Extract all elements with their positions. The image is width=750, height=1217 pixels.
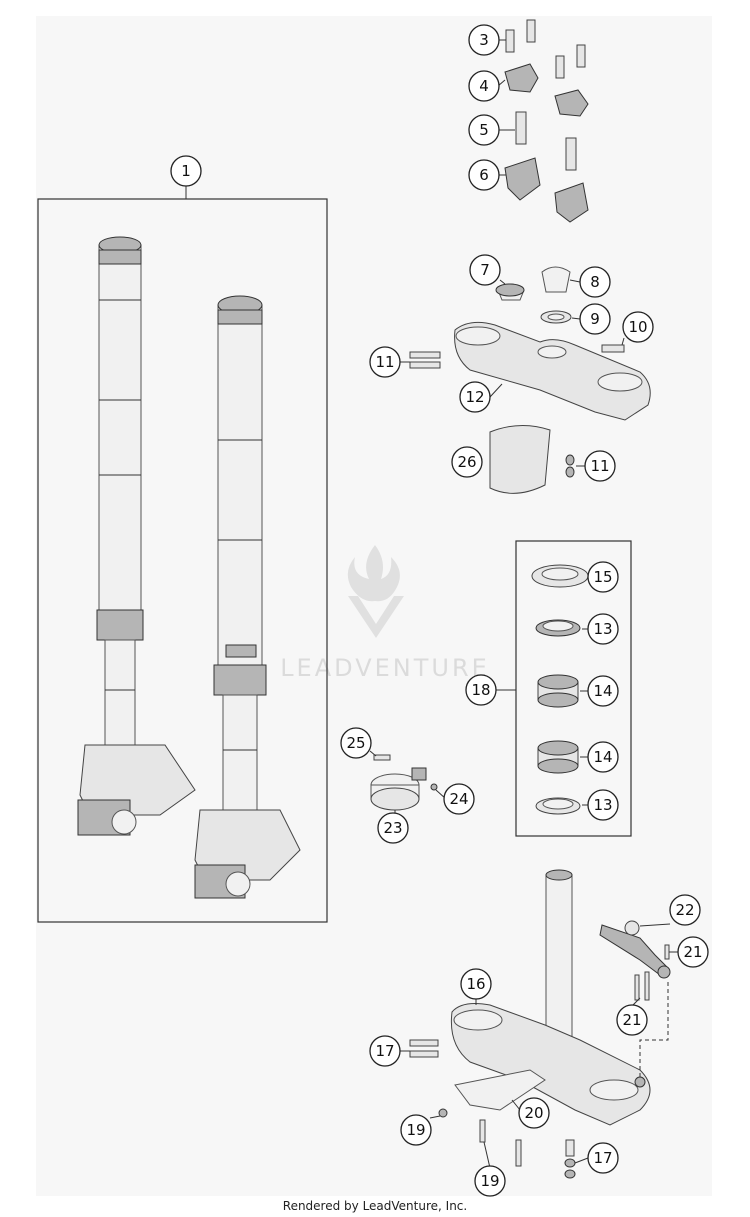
svg-text:13: 13 [593,620,612,638]
callout-13a: 13 [587,613,619,645]
fork-leg-left [77,236,196,836]
callout-19a: 19 [400,1114,432,1146]
diagram-background [36,16,712,1196]
callout-13b: 13 [587,789,619,821]
svg-text:19: 19 [406,1121,425,1139]
callout-23: 23 [377,812,409,844]
svg-text:25: 25 [346,734,365,752]
svg-text:22: 22 [675,901,694,919]
svg-text:11: 11 [590,457,609,475]
svg-text:24: 24 [449,790,468,808]
callout-10: 10 [622,311,654,343]
callout-labels: 1 3 4 5 6 7 8 9 10 11 12 26 11 15 13 18 … [170,24,709,1197]
callout-8: 8 [579,266,611,298]
callout-20: 20 [518,1097,550,1129]
upper-triple-clamp [409,266,651,421]
svg-text:19: 19 [480,1172,499,1190]
svg-text:8: 8 [590,273,600,291]
bearing-set-box [515,540,632,837]
callout-9: 9 [579,303,611,335]
watermark-text: LEADVENTURE [280,654,490,682]
svg-text:10: 10 [628,318,647,336]
callout-17a: 17 [369,1035,401,1067]
callout-15: 15 [587,561,619,593]
svg-text:4: 4 [479,77,489,95]
callout-24: 24 [443,783,475,815]
svg-text:5: 5 [479,121,489,139]
svg-text:3: 3 [479,31,489,49]
clamp-parts-group [504,19,589,223]
svg-text:18: 18 [471,681,490,699]
callout-11a: 11 [369,346,401,378]
callout-25: 25 [340,727,372,759]
rendered-by-footer: Rendered by LeadVenture, Inc. [282,1199,468,1213]
svg-text:17: 17 [375,1042,394,1060]
svg-text:13: 13 [593,796,612,814]
callout-18: 18 [465,674,497,706]
svg-text:21: 21 [683,943,702,961]
svg-text:6: 6 [479,166,489,184]
svg-text:7: 7 [480,261,490,279]
svg-text:1: 1 [181,162,191,180]
svg-text:17: 17 [593,1149,612,1167]
fork-assembly-box [37,198,328,923]
callout-11b: 11 [584,450,616,482]
callout-12: 12 [459,381,491,413]
svg-text:16: 16 [466,975,485,993]
callout-1: 1 [170,155,202,187]
callout-3: 3 [468,24,500,56]
steering-damper [599,920,671,1088]
callout-22: 22 [669,894,701,926]
svg-text:15: 15 [593,568,612,586]
callout-14a: 14 [587,675,619,707]
fork-leg-right [194,295,301,899]
callout-5: 5 [468,114,500,146]
bearing-parts [531,564,589,815]
svg-text:9: 9 [590,310,600,328]
svg-text:20: 20 [524,1104,543,1122]
callout-21b: 21 [616,1004,648,1036]
lower-triple-clamp [409,869,651,1179]
clamp-ring [370,754,438,811]
svg-text:14: 14 [593,682,612,700]
callout-4: 4 [468,70,500,102]
svg-text:11: 11 [375,353,394,371]
callout-17b: 17 [587,1142,619,1174]
svg-text:12: 12 [465,388,484,406]
callout-21a: 21 [677,936,709,968]
callout-6: 6 [468,159,500,191]
leadventure-watermark: LEADVENTURE [280,545,490,682]
callout-16: 16 [460,968,492,1000]
svg-text:26: 26 [457,453,476,471]
headlight-cover [489,425,575,494]
svg-text:21: 21 [622,1011,641,1029]
callout-26: 26 [451,446,483,478]
svg-text:23: 23 [383,819,402,837]
callout-19b: 19 [474,1165,506,1197]
callout-14b: 14 [587,741,619,773]
svg-text:14: 14 [593,748,612,766]
callout-7: 7 [469,254,501,286]
